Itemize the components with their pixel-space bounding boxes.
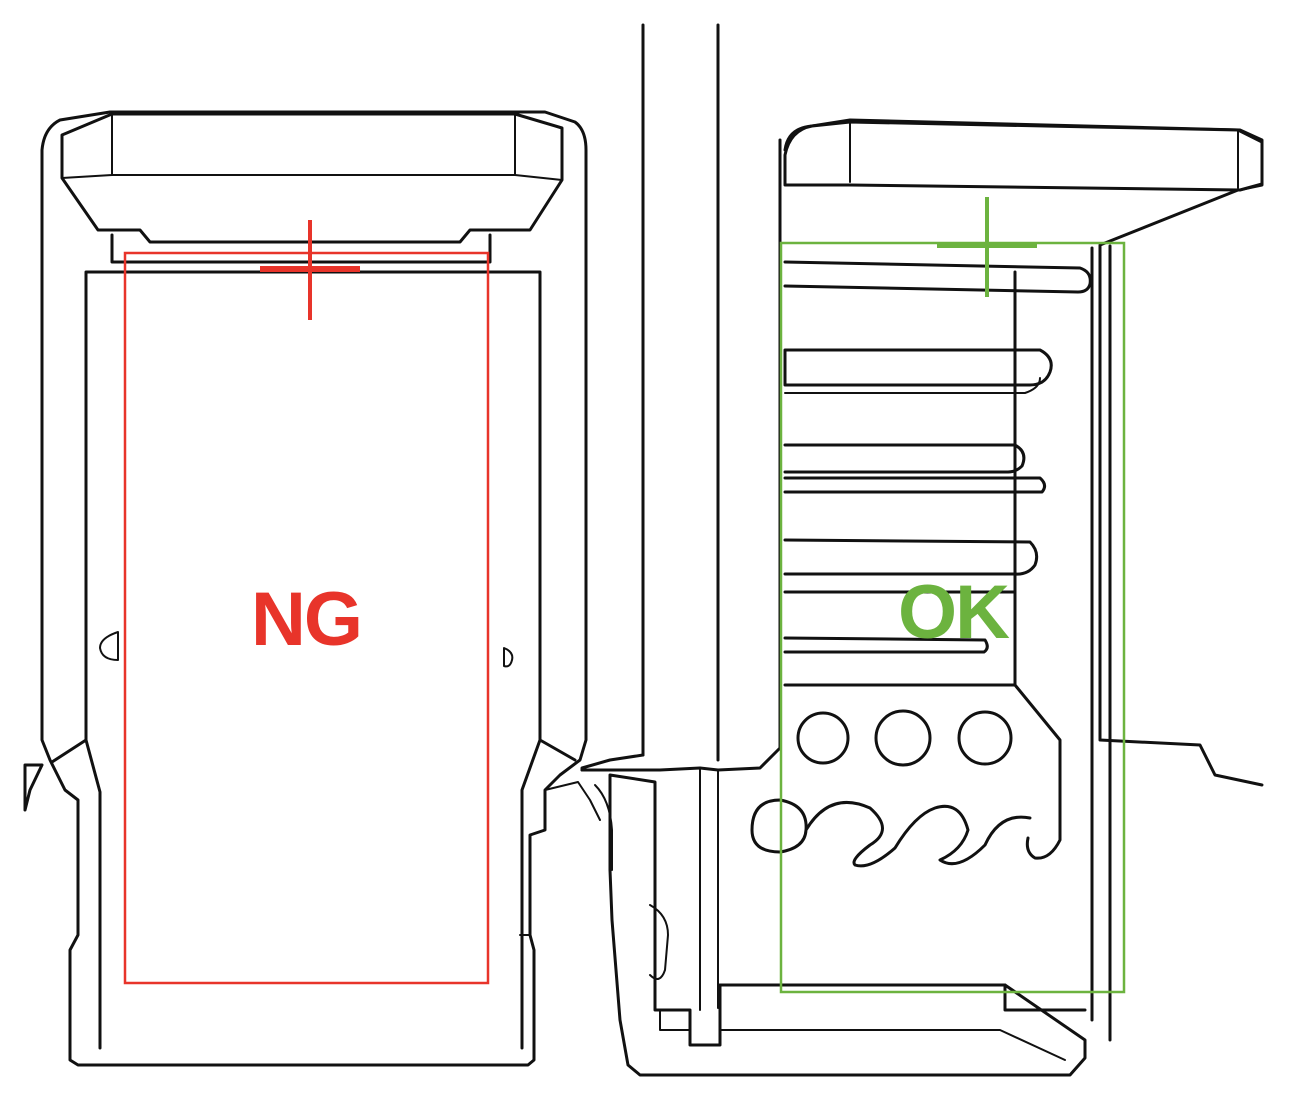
right-hole-3: [957, 710, 1013, 766]
left-outer-flange: [23, 763, 44, 812]
ok-label: OK: [898, 570, 1010, 655]
right-hole-1: [796, 711, 850, 765]
ng-overlay: NG: [123, 220, 490, 985]
left-nub-right: [503, 647, 514, 668]
right-lower-plate: [783, 683, 1062, 860]
right-fin-1: [783, 348, 1053, 387]
right-fin-1-inner: [784, 377, 1041, 394]
ng-inspection-frame: [123, 251, 490, 985]
ng-label: NG: [251, 577, 361, 662]
left-nub-left: [99, 631, 119, 661]
left-lower-right-detail: [519, 781, 601, 936]
left-inner-body: [50, 270, 577, 1050]
left-cap-edge: [61, 113, 563, 181]
left-neck: [110, 233, 492, 264]
right-unit: [718, 118, 1264, 1042]
center-post-bevel-left: [580, 753, 645, 772]
right-base: [718, 983, 1087, 1012]
lower-bracket-detail: [649, 904, 1066, 1061]
right-fin-2: [783, 443, 1026, 474]
center-post-base: [580, 138, 782, 772]
left-unit: [23, 110, 601, 1067]
ok-overlay: OK: [779, 197, 1126, 994]
right-fin-4: [783, 538, 1039, 576]
right-wave-pattern: [750, 798, 1032, 868]
center-post-inner: [699, 767, 719, 1011]
right-top-cap: [783, 120, 1264, 192]
right-fin-5: [783, 590, 1017, 654]
right-fin-3: [783, 476, 1047, 494]
right-inner-wall: [1013, 244, 1112, 1042]
left-housing-outline: [40, 110, 588, 1067]
lower-bracket: [608, 773, 1087, 1077]
lower-left-strut: [594, 784, 613, 871]
right-hole-2: [874, 709, 932, 767]
right-top-bar: [783, 260, 1092, 294]
right-cap-edge: [849, 121, 1239, 189]
